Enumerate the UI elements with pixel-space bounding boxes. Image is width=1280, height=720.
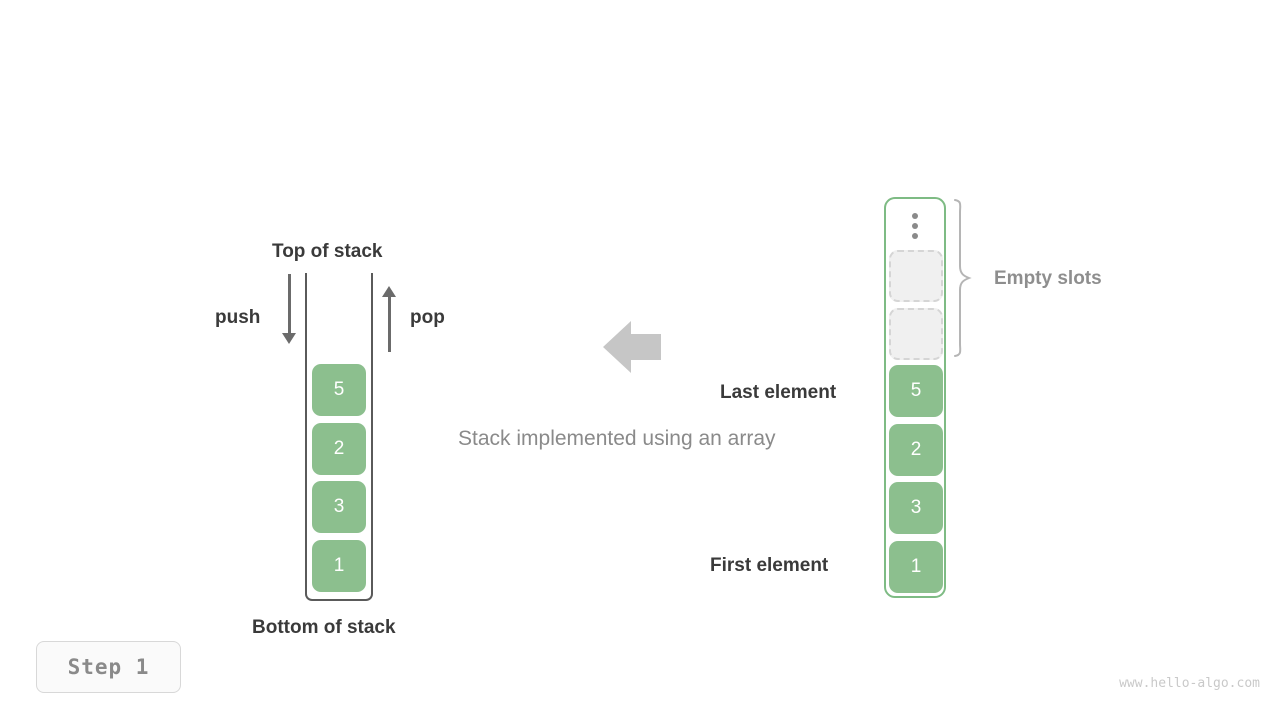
diagram-caption: Stack implemented using an array [458, 427, 776, 450]
pop-arrow-shaft [388, 296, 391, 352]
stack-cell: 1 [312, 540, 366, 592]
step-badge: Step 1 [36, 641, 181, 693]
pop-label: pop [410, 307, 445, 328]
bottom-of-stack-label: Bottom of stack [252, 617, 396, 638]
array-container: 5 2 3 1 [884, 197, 946, 598]
stack-cell: 3 [312, 481, 366, 533]
top-of-stack-label: Top of stack [272, 241, 383, 262]
array-cell: 5 [889, 365, 943, 417]
array-empty-slot [889, 250, 943, 302]
array-cell: 2 [889, 424, 943, 476]
empty-slots-label: Empty slots [994, 268, 1102, 289]
pop-arrow-head-icon [382, 286, 396, 297]
vertical-ellipsis-icon [912, 213, 918, 239]
push-label: push [215, 307, 261, 328]
empty-slots-brace-icon [952, 198, 972, 358]
stack-container: 5 2 3 1 [305, 273, 373, 601]
push-arrow-head-icon [282, 333, 296, 344]
first-element-label: First element [710, 555, 829, 576]
stack-cell: 2 [312, 423, 366, 475]
array-cell: 3 [889, 482, 943, 534]
array-empty-slot [889, 308, 943, 360]
transform-arrow-icon [603, 321, 661, 373]
push-arrow-shaft [288, 274, 291, 334]
last-element-label: Last element [720, 382, 837, 403]
watermark: www.hello-algo.com [1119, 676, 1260, 691]
array-cell: 1 [889, 541, 943, 593]
stack-cell: 5 [312, 364, 366, 416]
